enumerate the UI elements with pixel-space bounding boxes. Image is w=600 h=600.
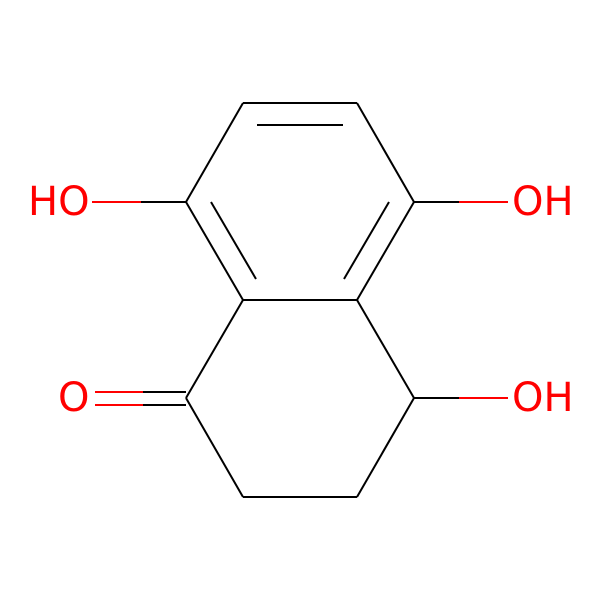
- hydroxyl-label-left: HO: [28, 179, 90, 225]
- bond-c3-c4: [356, 201, 415, 301]
- hydroxyl-label-right-bottom: OH: [512, 375, 574, 421]
- bond-c10-c5: [185, 299, 244, 399]
- bond-c9-c10: [185, 397, 244, 498]
- carbonyl-oxygen-label: O: [58, 375, 89, 421]
- bond-c6-c1: [185, 102, 244, 203]
- bond-c2-c3: [356, 102, 415, 203]
- bond-c5-c6-inner: [210, 201, 257, 280]
- bond-c4-c7: [356, 299, 415, 399]
- bond-c3-c4-inner: [343, 201, 390, 280]
- bond-c5-c6: [185, 201, 244, 301]
- bond-c7-c8: [356, 397, 415, 498]
- hydroxyl-label-right-top: OH: [512, 179, 574, 225]
